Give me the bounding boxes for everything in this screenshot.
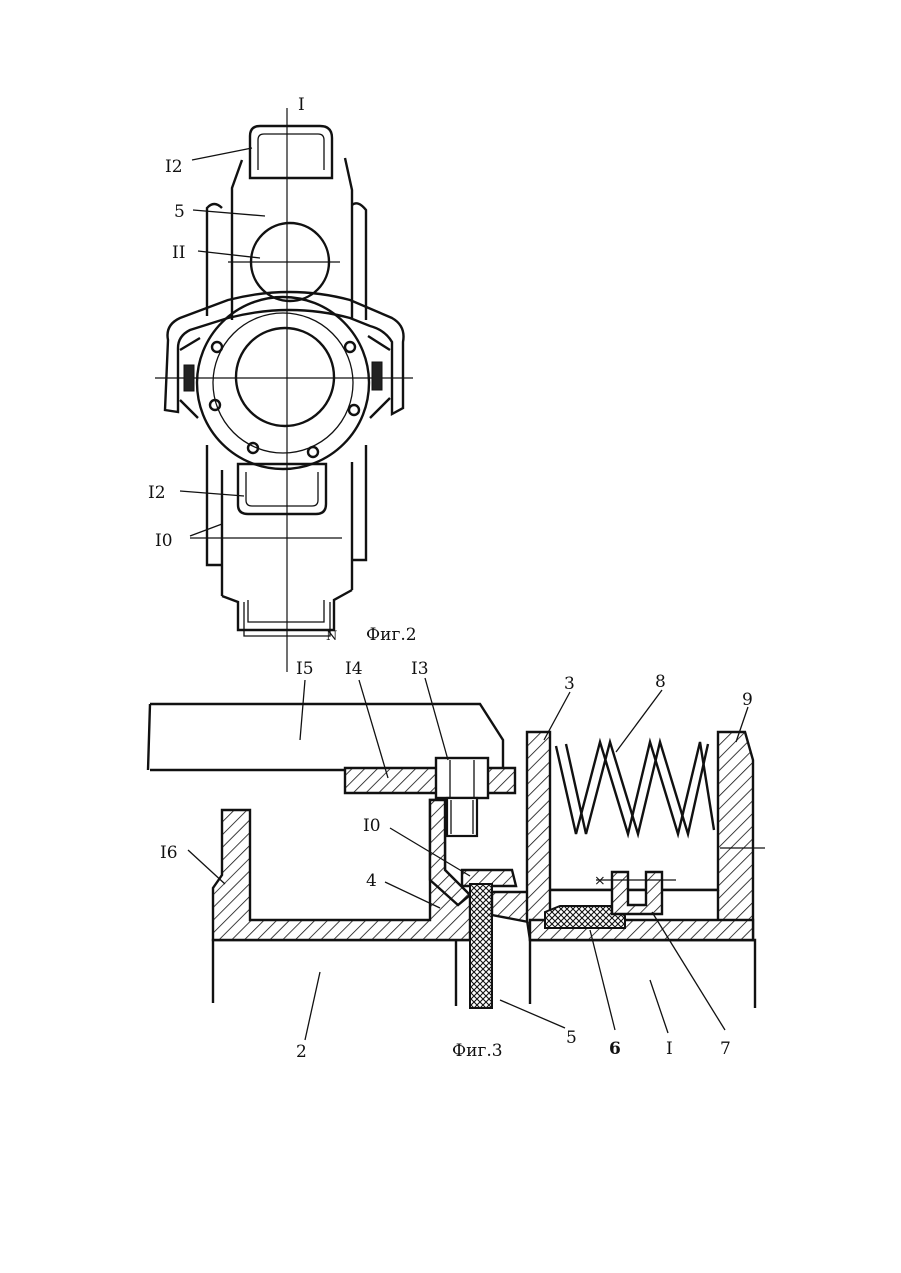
fig3-label-2: 2	[296, 1042, 307, 1062]
fig2-label-body: 5	[174, 202, 185, 222]
fig3-label-4: 4	[366, 871, 377, 891]
fig3-label-5: 5	[566, 1028, 577, 1048]
base-plate-1	[530, 940, 755, 1008]
fig3-label-16: I6	[160, 843, 178, 863]
fig3-label-3: 3	[564, 674, 575, 694]
fig2-label-handle-bottom: I2	[148, 483, 166, 503]
pin-5	[470, 884, 492, 1008]
fig3-label-8: 8	[655, 672, 666, 692]
fig3-label-7: 7	[720, 1039, 731, 1059]
plate-14	[345, 768, 515, 793]
fig2-label-rails: I0	[155, 531, 173, 551]
base-plate-2	[213, 940, 470, 1006]
fig3-label-13: I3	[411, 659, 429, 679]
fig3-label-1: I	[666, 1039, 673, 1059]
fig3-label-6: 6	[609, 1039, 621, 1059]
fig2-label-ball: II	[172, 243, 185, 263]
bottom-handle	[238, 464, 326, 514]
fig3-label-10: I0	[363, 816, 381, 836]
fig3-label-14: I4	[345, 659, 363, 679]
top-handle	[250, 126, 332, 178]
fig2-caption: Фиг.2	[366, 625, 417, 645]
fig3-label-9: 9	[742, 690, 753, 710]
figure-2: I I2 5 II I2 I0 N Фиг.2	[148, 95, 417, 672]
fig3-caption: Фиг.3	[452, 1041, 503, 1061]
fig2-label-corner-mark: N	[326, 629, 337, 644]
figure-3: × I5 I4 I3 3 8 9 I6 I0 4 2 5 6 I 7 Фиг.3	[148, 659, 765, 1062]
fig2-label-handle-top: I2	[165, 157, 183, 177]
svg-text:×: ×	[594, 873, 606, 889]
fig3-label-15: I5	[296, 659, 314, 679]
fig2-label-top-axis: I	[298, 95, 305, 115]
